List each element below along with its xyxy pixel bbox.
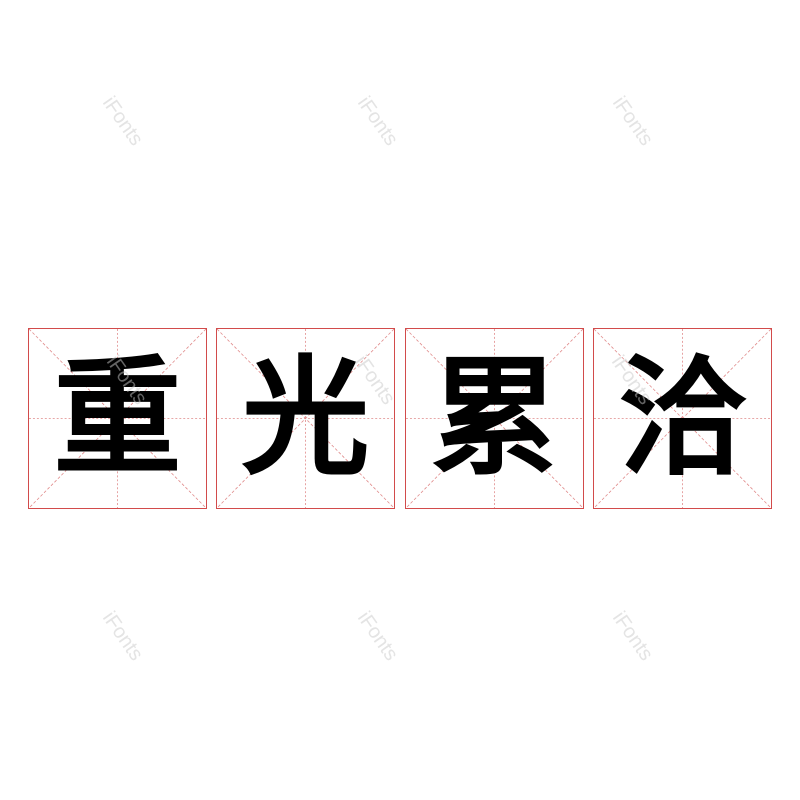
character-box-2: 光 iFonts <box>216 328 399 509</box>
watermark-bottom-right: iFonts <box>608 607 658 665</box>
character-glyph: 重 <box>53 343 182 493</box>
character-glyph: 洽 <box>618 343 747 493</box>
watermark-top-center: iFonts <box>353 92 403 150</box>
character-glyph: 光 <box>241 343 370 493</box>
watermark-bottom-center: iFonts <box>353 607 403 665</box>
grid-guides-icon <box>217 329 394 508</box>
grid-guides-icon <box>29 329 206 508</box>
character-box-1: 重 iFonts <box>28 328 207 509</box>
watermark-top-right: iFonts <box>608 92 658 150</box>
watermark-top-left: iFonts <box>98 92 148 150</box>
character-box-3: 累 <box>405 328 584 509</box>
character-glyph: 累 <box>430 343 559 493</box>
grid-guides-icon <box>594 329 771 508</box>
character-box-4: 洽 iFonts <box>593 328 772 509</box>
grid-guides-icon <box>406 329 583 508</box>
watermark-bottom-left: iFonts <box>98 607 148 665</box>
